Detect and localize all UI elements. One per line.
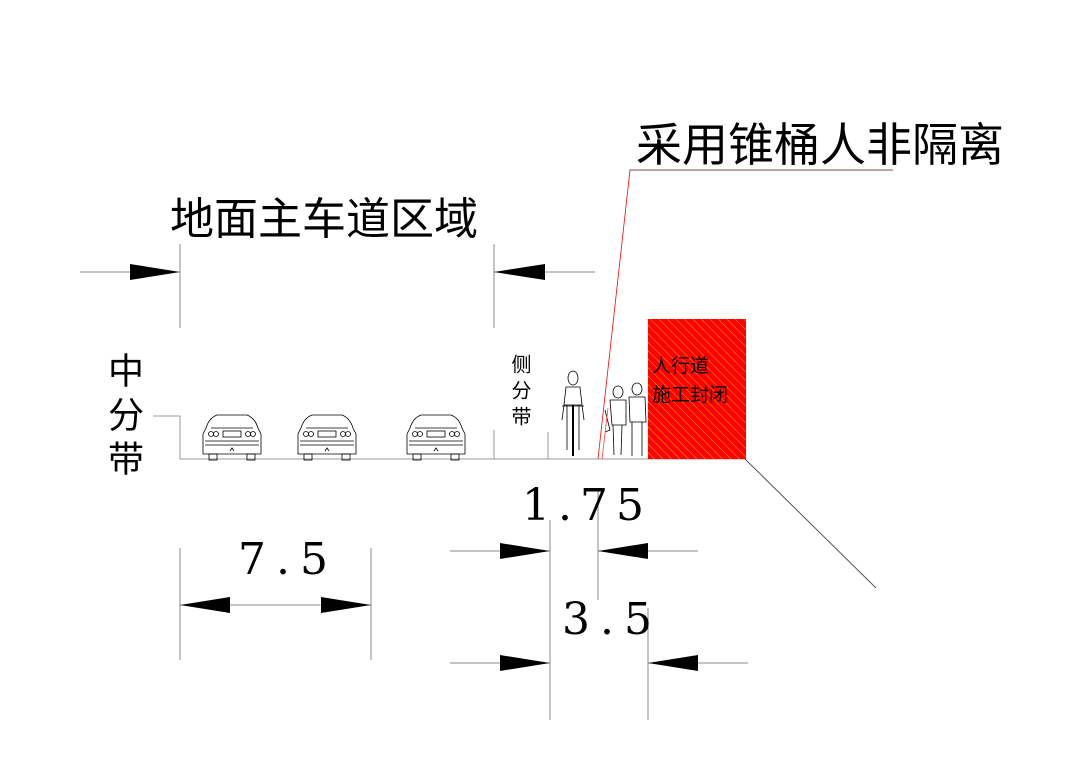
closed-zone-line2: 施工封闭	[652, 384, 729, 406]
dim-bike-lane: 1.75	[522, 480, 652, 531]
dim-sidewalk: 3.5	[562, 594, 662, 645]
callout-title: 采用锥桶人非隔离	[636, 118, 1004, 172]
dim-lane-width: 7.5	[238, 534, 338, 585]
closed-sidewalk-zone	[648, 319, 746, 459]
pedestrians-icon	[604, 382, 647, 456]
dimension-lines	[80, 244, 748, 720]
median-outline	[153, 415, 181, 459]
cyclist-icon	[561, 370, 585, 456]
side-divider-label: 侧分带	[508, 354, 532, 432]
car-icon	[406, 414, 466, 461]
car-icon	[202, 414, 262, 461]
slope-line	[744, 458, 877, 589]
main-road-label: 地面主车道区域	[170, 194, 478, 245]
median-label: 中分带	[102, 352, 143, 484]
car-icon	[297, 414, 357, 461]
closed-zone-line1: 人行道	[652, 355, 710, 377]
